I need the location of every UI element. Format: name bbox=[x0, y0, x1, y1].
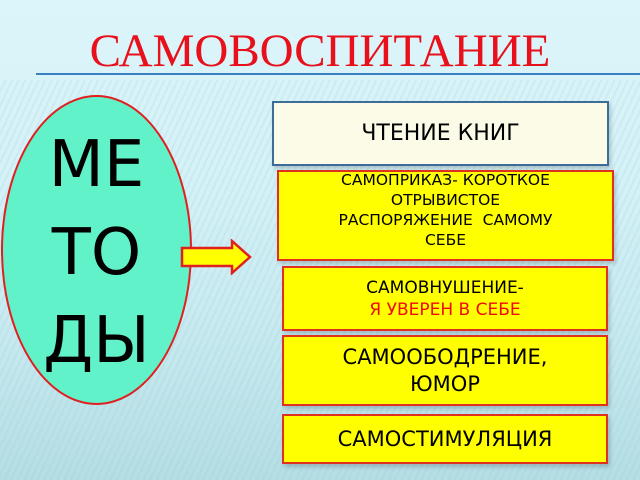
method-text-line-1: САМООБОДРЕНИЕ, bbox=[342, 344, 548, 369]
method-self-command: САМОПРИКАЗ- КОРОТКОЕ ОТРЫВИСТОЕ РАСПОРЯЖ… bbox=[277, 170, 614, 261]
methods-label: МЕ ТО ДЫ bbox=[1, 121, 192, 385]
methods-ellipse bbox=[1, 95, 192, 405]
method-text-line-1: САМОВНУШЕНИЕ- bbox=[366, 277, 524, 298]
method-text-line-4: СЕБЕ bbox=[424, 231, 467, 249]
methods-label-line-3: ДЫ bbox=[43, 304, 150, 378]
method-text: САМОСТИМУЛЯЦИЯ bbox=[337, 427, 553, 451]
method-self-suggestion: САМОВНУШЕНИЕ- Я УВЕРЕН В СЕБЕ bbox=[282, 266, 608, 331]
method-text-line-1: САМОПРИКАЗ- КОРОТКОЕ bbox=[341, 171, 550, 189]
method-text-line-3: РАСПОРЯЖЕНИЕ САМОМУ bbox=[338, 211, 553, 229]
method-text: ЧТЕНИЕ КНИГ bbox=[361, 120, 520, 146]
method-reading-books: ЧТЕНИЕ КНИГ bbox=[272, 101, 609, 166]
methods-label-line-1: МЕ bbox=[48, 128, 145, 202]
method-highlight-text: Я УВЕРЕН В СЕБЕ bbox=[369, 299, 521, 320]
method-self-encouragement: САМООБОДРЕНИЕ, ЮМОР bbox=[282, 335, 608, 406]
title-underline bbox=[36, 73, 640, 75]
methods-label-line-2: ТО bbox=[51, 216, 142, 290]
right-arrow-icon bbox=[180, 239, 252, 275]
method-text-line-2: ОТРЫВИСТОЕ bbox=[390, 191, 501, 209]
slide-title: САМОВОСПИТАНИЕ bbox=[89, 25, 551, 77]
method-text-line-2: ЮМОР bbox=[410, 371, 480, 396]
method-self-stimulation: САМОСТИМУЛЯЦИЯ bbox=[282, 414, 608, 464]
